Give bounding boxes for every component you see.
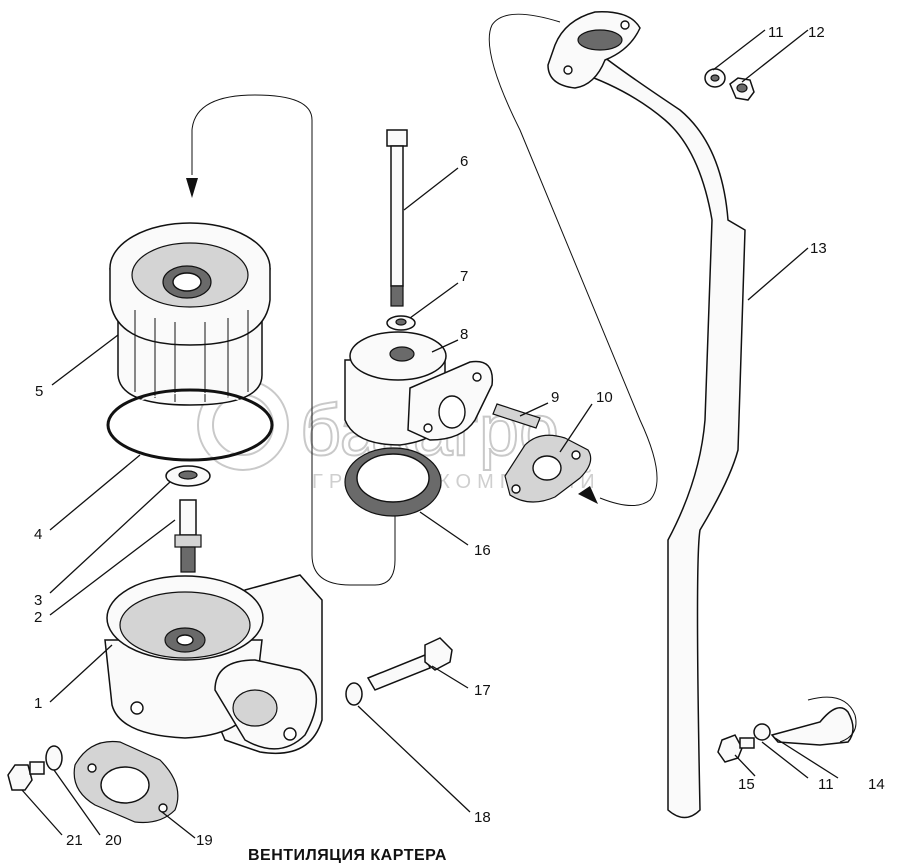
part-14-clamp <box>770 696 857 746</box>
part-4-o-ring <box>106 388 274 462</box>
label-18: 18 <box>474 809 491 826</box>
label-10: 10 <box>596 389 613 406</box>
label-5: 5 <box>35 383 43 400</box>
part-18-washer <box>345 682 363 706</box>
guide-line-right <box>488 13 658 506</box>
label-2: 2 <box>34 609 42 626</box>
part-11-washer-bottom <box>753 723 771 741</box>
label-14: 14 <box>868 776 885 793</box>
assembly-guide-lines <box>186 13 658 586</box>
part-12-nut <box>729 77 755 101</box>
part-6-bolt <box>386 129 408 307</box>
part-20-washer <box>45 745 63 771</box>
part-10-gasket <box>504 434 592 503</box>
part-15-bolt <box>717 734 755 763</box>
label-21: 21 <box>66 832 83 849</box>
label-17: 17 <box>474 682 491 699</box>
label-20: 20 <box>105 832 122 849</box>
label-16: 16 <box>474 542 491 559</box>
part-1-body <box>104 574 323 755</box>
leader-lines <box>21 29 839 839</box>
guide-arrow-down <box>186 178 198 198</box>
label-13: 13 <box>810 240 827 257</box>
part-17-bolt <box>366 637 453 691</box>
guide-arrow-left <box>578 486 598 504</box>
part-2-stud <box>174 499 202 573</box>
diagram-caption: ВЕНТИЛЯЦИЯ КАРТЕРА <box>248 847 447 863</box>
label-7: 7 <box>460 268 468 285</box>
label-12: 12 <box>808 24 825 41</box>
guide-line-bottom <box>311 515 396 586</box>
label-11-top: 11 <box>768 24 784 41</box>
part-16-gasket-ring <box>344 447 442 517</box>
part-3-washer <box>165 465 211 487</box>
part-13-tube <box>547 11 746 819</box>
part-21-bolt <box>7 761 45 791</box>
label-3: 3 <box>34 592 42 609</box>
label-8: 8 <box>460 326 468 343</box>
watermark-logo-inner <box>212 394 274 456</box>
label-9: 9 <box>551 389 559 406</box>
label-19: 19 <box>196 832 213 849</box>
label-11-bottom: 11 <box>818 776 834 793</box>
part-8-cap <box>344 331 494 446</box>
label-6: 6 <box>460 153 468 170</box>
part-labels: 5 4 3 2 1 6 7 8 9 10 11 12 13 14 15 11 1… <box>34 24 885 849</box>
label-15: 15 <box>738 776 755 793</box>
label-1: 1 <box>34 695 42 712</box>
part-7-washer <box>386 315 416 331</box>
guide-line-left <box>191 94 313 555</box>
part-19-gasket <box>73 740 179 824</box>
part-5-filter-housing <box>109 222 271 406</box>
label-4: 4 <box>34 526 42 543</box>
